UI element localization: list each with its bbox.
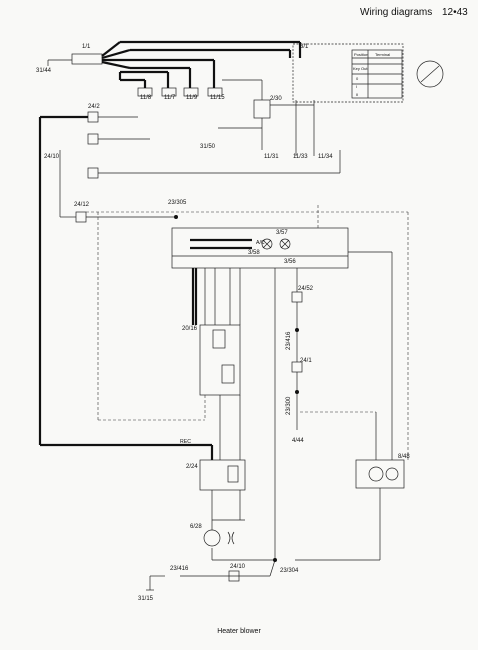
label-24-10-top: 24/10 [44,154,60,160]
relay-2-30 [253,99,271,119]
ignition-key-icon [416,60,444,88]
label-24-12: 24/12 [74,202,90,208]
label-ac: A/C [256,240,265,246]
label-24-52: 24/52 [298,286,314,292]
label-6-28: 6/28 [190,524,202,530]
label-24-1: 24/1 [300,358,312,364]
label-23-416-vertical: 23/416 [286,331,292,350]
label-23-304: 23/304 [280,568,299,574]
label-4-44: 4/44 [292,438,304,444]
switch-table-text: Position Terminal Key Out 0 I II [353,52,390,97]
page-number: 12•43 [442,7,468,18]
relay-2-24 [199,459,246,491]
label-23-305: 23/305 [168,200,187,206]
label-23-300: 23/300 [286,396,292,415]
label-31-15: 31/15 [138,596,154,602]
label-24-10-bottom: 24/10 [230,564,246,570]
label-3-58: 3/58 [248,250,260,256]
label-11-34: 11/34 [318,154,333,160]
component-labels: 1/1 3/1 31/44 11/8 11/7 11/9 11/15 24/2 … [36,44,410,602]
dashed-wires [86,205,409,460]
label-11-15: 11/15 [210,95,225,101]
page-header-title: Wiring diagrams [360,7,433,18]
thick-wires [38,40,302,460]
switch-row-2: II [356,92,358,97]
vertical-labels: 23/416 23/300 [286,331,292,415]
label-31-44: 31/44 [36,68,52,74]
label-rec: REC [180,439,191,445]
switch-row-key-out: Key Out [353,66,368,71]
label-2-24: 2/24 [186,464,198,470]
label-31-50: 31/50 [200,144,216,150]
label-23-416-bottom: 23/416 [170,566,189,572]
thin-wires [47,43,444,591]
junction-points [174,215,299,562]
climate-control-panel [171,227,349,269]
label-3-56: 3/56 [284,259,296,265]
label-11-9: 11/9 [186,95,198,101]
switch-row-0: 0 [356,76,359,81]
label-24-2: 24/2 [88,104,100,110]
diagram-caption: Heater blower [217,628,261,635]
switch-terminal-header: Terminal [375,52,390,57]
switch-row-1: I [356,84,357,89]
label-3-1: 3/1 [300,44,309,50]
label-2-30: 2/30 [270,96,282,102]
label-20-16: 20/16 [182,326,198,332]
label-11-7: 11/7 [164,95,176,101]
label-11-33: 11/33 [293,154,308,160]
label-11-31: 11/31 [264,154,279,160]
label-8-48: 8/48 [398,454,410,460]
label-1-1: 1/1 [82,44,91,50]
sensor-8-48 [355,459,405,489]
label-3-57: 3/57 [276,230,288,236]
blower-resistor-20-16 [199,324,241,396]
blower-motor-6-28 [203,529,221,547]
switch-position-header: Position [354,52,368,57]
label-11-8: 11/8 [140,95,152,101]
